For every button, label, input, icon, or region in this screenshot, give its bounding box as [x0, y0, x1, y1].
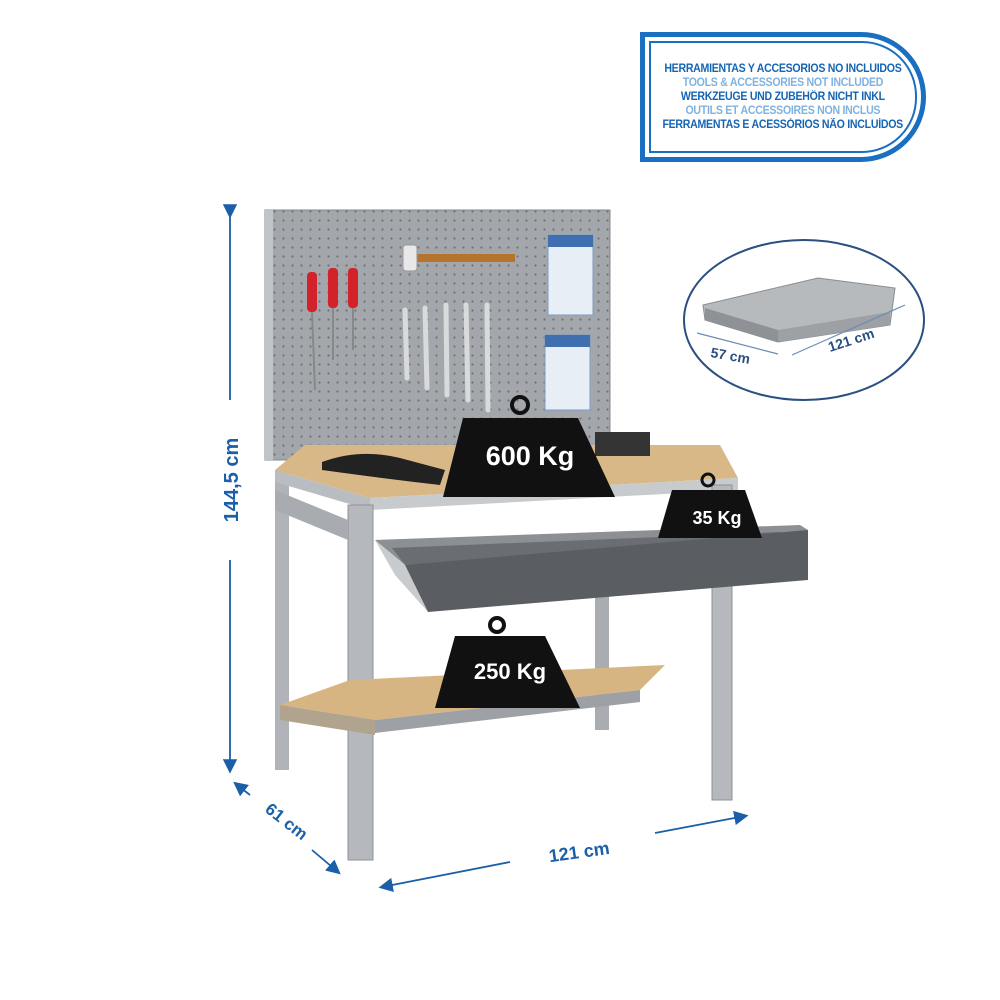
drawer-load-label: 35 Kg	[692, 508, 741, 528]
hook-package-icon	[547, 234, 594, 316]
screwdriver-icon	[348, 268, 358, 350]
width-dimension: 121 cm	[378, 810, 749, 892]
notice-line-de: WERKZEUGE UND ZUBEHÖR NICHT INKL	[681, 91, 885, 103]
calculator-icon	[595, 432, 650, 456]
screwdriver-icon	[328, 268, 338, 360]
notice-line-fr: OUTILS ET ACCESSOIRES NON INCLUS	[685, 105, 881, 117]
depth-label: 61 cm	[262, 799, 312, 844]
hammer-icon	[402, 244, 515, 272]
inset-depth-label: 57 cm	[709, 344, 751, 367]
gloves-icon	[322, 453, 445, 485]
back-right-leg	[595, 590, 609, 730]
weight-600kg-icon: 600 Kg	[443, 395, 615, 497]
back-left-leg	[275, 470, 289, 770]
notice-line-pt: FERRAMENTAS E ACESSÓRIOS NÃO INCLUÍDOS	[662, 119, 904, 131]
top-load-label: 600 Kg	[486, 441, 575, 471]
notice-line-en: TOOLS & ACCESSORIES NOT INCLUDED	[682, 77, 884, 89]
screwdriver-icon	[307, 272, 317, 391]
drawer[interactable]	[375, 525, 808, 612]
weight-35kg-icon: 35 Kg	[658, 472, 762, 538]
weight-250kg-icon: 250 Kg	[435, 616, 580, 708]
tools-not-included-notice: HERRAMIENTAS Y ACCESORIOS NO INCLUIDOS T…	[640, 32, 926, 162]
wrench-icon	[402, 302, 491, 413]
tools	[307, 234, 594, 413]
depth-dimension: 61 cm	[233, 781, 341, 875]
drawer-inset: 57 cm 121 cm	[683, 239, 925, 401]
height-label: 144,5 cm	[221, 438, 243, 523]
width-label: 121 cm	[548, 838, 611, 866]
height-dimension: 144,5 cm	[221, 204, 243, 774]
shelf-load-label: 250 Kg	[474, 659, 546, 684]
hook-package-icon	[544, 334, 591, 411]
notice-line-es: HERRAMIENTAS Y ACCESORIOS NO INCLUIDOS	[664, 63, 902, 75]
